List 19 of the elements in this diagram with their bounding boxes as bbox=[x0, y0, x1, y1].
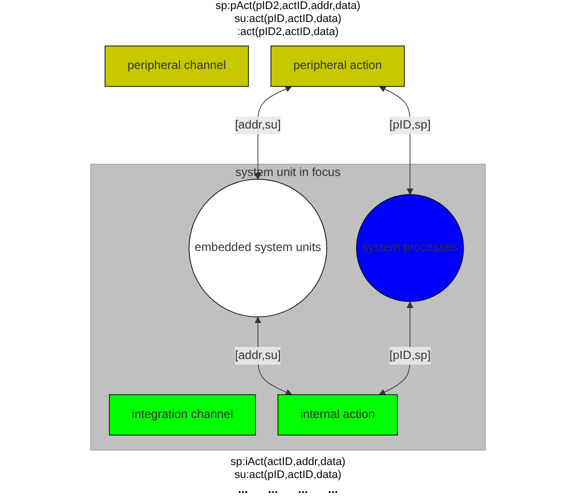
node-box: peripheral channel bbox=[104, 45, 249, 86]
edge-label: [addr,su] bbox=[234, 118, 281, 131]
node-box: internal action bbox=[278, 394, 398, 436]
annotation-text: sp:pAct(pID2,actID,addr,data) bbox=[216, 0, 360, 14]
node-circle: embedded system units bbox=[188, 178, 328, 317]
node-box: peripheral action bbox=[270, 45, 405, 86]
annotation-text: :act(pID2,actID,data) bbox=[237, 26, 339, 40]
ellipsis-mark: ... bbox=[328, 482, 338, 496]
node-circle: system processes bbox=[356, 194, 464, 302]
edge-label: [addr,su] bbox=[234, 348, 281, 362]
ellipsis-mark: ... bbox=[298, 482, 308, 496]
ellipsis-mark: ... bbox=[238, 482, 248, 496]
annotation-text: sp:iAct(actID,addr,data) bbox=[230, 456, 346, 469]
ellipsis-mark: ... bbox=[268, 482, 278, 496]
node-box: integration channel bbox=[108, 394, 256, 436]
annotation-text: su:act(pID,actID,data) bbox=[234, 13, 342, 26]
edge-label: [pID,sp] bbox=[389, 118, 431, 131]
edge-label: [pID,sp] bbox=[389, 348, 431, 362]
annotation-text: su:act(pID,actID,data) bbox=[234, 468, 342, 482]
